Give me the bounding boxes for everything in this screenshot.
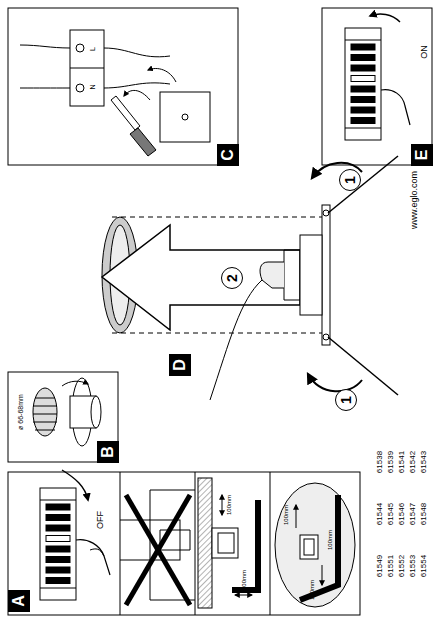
distance-section: [198, 478, 258, 608]
model-number: 61543: [420, 451, 428, 473]
model-number: 61544: [376, 503, 384, 525]
model-number: 61545: [387, 503, 395, 525]
callout-number: 1: [339, 169, 361, 191]
panel-letter: B: [97, 441, 119, 463]
dimension: 100mm: [283, 505, 289, 525]
model-number: 61546: [398, 503, 406, 525]
dimension: ø 66-68mm: [17, 394, 24, 430]
panel-letter: A: [8, 590, 30, 612]
panel-frame: [8, 472, 360, 615]
panel-letter: D: [169, 354, 191, 376]
panel-letter-text: C: [220, 149, 236, 161]
cutout-drawing: [33, 378, 101, 446]
switch-state: ON: [420, 45, 429, 59]
model-number: 61541: [398, 451, 406, 473]
model-number: 61539: [387, 451, 395, 473]
model-number: 61542: [409, 451, 417, 473]
panel-letter-text: E: [414, 150, 430, 161]
callout-number: 1: [335, 389, 357, 411]
callout-number: 2: [221, 267, 243, 289]
dimension: 100mm: [327, 530, 333, 550]
website: www.eglo.com: [410, 171, 419, 229]
panel-frame: [8, 8, 238, 165]
dimension: 100mm: [309, 580, 315, 600]
wrong-mounting: [120, 490, 195, 605]
panel-letter-text: D: [172, 359, 188, 371]
model-number: 61547: [409, 503, 417, 525]
terminal-name: L: [89, 47, 96, 51]
terminal-name: N: [89, 84, 96, 89]
model-number: 61552: [398, 555, 406, 577]
model-number: 61538: [376, 451, 384, 473]
breaker-off: [40, 470, 110, 600]
mounting-drawing: [102, 156, 398, 400]
callout-text: 1: [343, 176, 357, 184]
panel-frame: [8, 372, 118, 462]
model-number: 61549: [376, 555, 384, 577]
switch-state: OFF: [96, 511, 105, 529]
panel-frame: [322, 8, 432, 165]
model-number: 61548: [420, 503, 428, 525]
model-number: 61551: [387, 555, 395, 577]
callout-text: 2: [225, 274, 239, 282]
panel-letter-text: B: [100, 446, 116, 458]
terminal-wiring: [20, 30, 210, 156]
callout-text: 1: [339, 396, 353, 404]
dimension: 100mm: [226, 495, 232, 515]
panel-letter: C: [217, 144, 239, 166]
distance-plan: [275, 483, 355, 607]
panel-letter: E: [411, 144, 433, 166]
panel-letter-text: A: [11, 595, 27, 607]
breaker-on: [345, 14, 410, 140]
model-number: 61554: [420, 555, 428, 577]
model-number: 61553: [409, 555, 417, 577]
dimension: 100mm: [241, 570, 247, 590]
